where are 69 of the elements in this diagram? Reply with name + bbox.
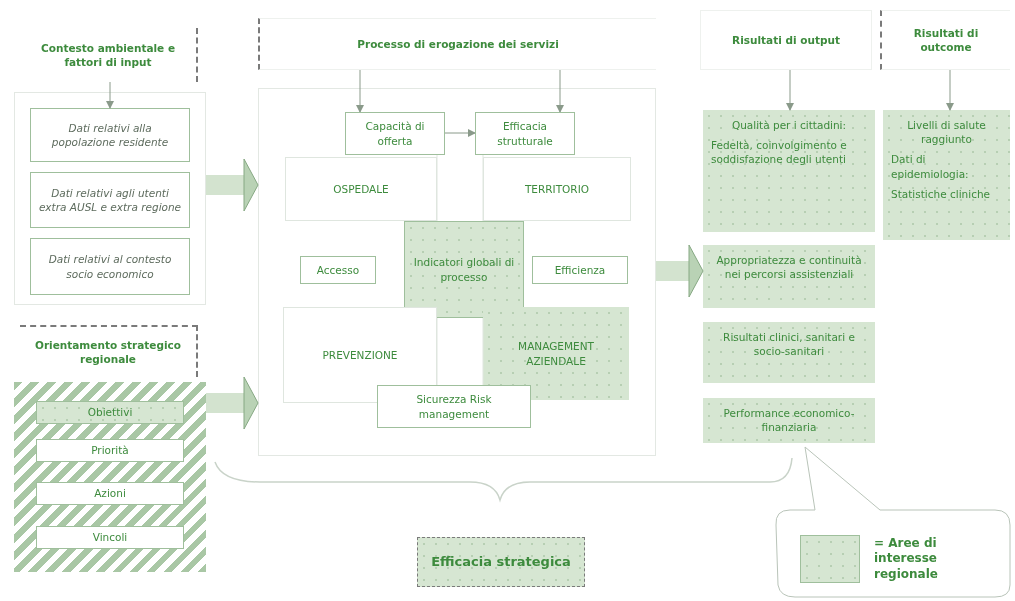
process-box: [532, 256, 628, 284]
process-box: [300, 256, 376, 284]
group-panel: [14, 92, 206, 305]
section-header: [258, 18, 656, 70]
process-box: [36, 526, 184, 549]
data-box: [30, 238, 190, 295]
arrow: [556, 69, 564, 113]
node-label: Indicatori globali di processo: [412, 255, 516, 284]
node-label: Performance economico-finanziaria: [722, 406, 856, 435]
highlight-box: [36, 401, 184, 424]
section-header: [880, 10, 1010, 70]
node-label: MANAGEMENT AZIENDALE: [517, 339, 595, 368]
node-label: Qualità per i cittadini:: [731, 118, 847, 133]
node-label: Dati relativi alla popolazione residente: [50, 120, 170, 150]
node-label: Sicurezza Risk management: [415, 392, 493, 421]
section-header: [700, 10, 872, 70]
node-label: Appropriatezza e continuità nei percorsi assistenziali: [715, 253, 863, 282]
hatched-panel: [14, 382, 206, 572]
process-box: [377, 385, 531, 428]
highlight-box: [404, 221, 524, 318]
node-label: Accesso: [316, 262, 360, 278]
data-box: [30, 108, 190, 162]
arrow: [106, 81, 114, 109]
node-label: Azioni: [94, 486, 126, 501]
node-label: Dati relativi al contesto socio economico: [47, 252, 173, 281]
result-box: [703, 322, 875, 383]
result-box: [703, 245, 875, 308]
block-arrow: [206, 376, 259, 430]
node-label: Obiettivi: [87, 405, 133, 420]
node-label: Capacità di offerta: [364, 119, 426, 148]
result-box: [883, 110, 1010, 240]
node-label: Dati relativi agli utenti extra AUSL e extra regione: [37, 185, 183, 215]
area-box: [483, 157, 631, 221]
result-box: [703, 110, 875, 232]
node-text: Fedeltà, coinvolgimento e soddisfazione degli utenti: [711, 138, 848, 167]
node-label: Risultati clinici, sanitari e socio-sanitari: [722, 330, 856, 359]
node-label: Risultati di output: [732, 32, 840, 48]
arrow: [356, 69, 364, 113]
node-label: Efficienza: [554, 262, 606, 278]
node-label: Orientamento strategico regionale: [33, 337, 183, 367]
area-box: [285, 157, 437, 221]
legend-label: = Aree di interesse regionale: [874, 535, 939, 583]
node-label: OSPEDALE: [333, 181, 389, 197]
node-label: TERRITORIO: [524, 181, 590, 197]
arrow: [786, 69, 794, 111]
node-label: PREVENZIONE: [322, 347, 398, 363]
arrow: [444, 129, 476, 137]
process-box: [36, 439, 184, 462]
block-arrow: [206, 158, 259, 212]
node-label: Livelli di salute raggiunto: [906, 118, 987, 147]
node-label: Efficacia strutturale: [496, 119, 554, 148]
node-text: Dati di epidemiologia:: [891, 152, 970, 181]
node-label: Processo di erogazione dei servizi: [357, 36, 559, 52]
arrow: [946, 69, 954, 111]
node-label: Efficacia strategica: [431, 553, 571, 571]
node-label: Priorità: [91, 443, 129, 458]
node-label: Vincoli: [92, 530, 128, 545]
group-panel: [258, 88, 656, 456]
process-box: [475, 112, 575, 155]
block-arrow: [656, 244, 704, 298]
section-header: [20, 325, 198, 377]
node-label: Risultati di outcome: [912, 25, 980, 55]
data-box: [30, 172, 190, 228]
node-text: Statistiche cliniche: [891, 186, 991, 201]
result-box: [703, 398, 875, 443]
node-label: Contesto ambientale e fattori di input: [40, 40, 176, 70]
highlight-box: [417, 537, 585, 587]
process-box: [345, 112, 445, 155]
process-box: [36, 482, 184, 505]
